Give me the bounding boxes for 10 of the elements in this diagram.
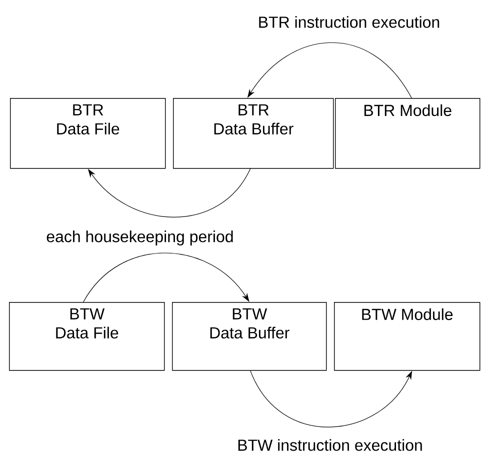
process-box: BTW Module [334,302,480,371]
edge-label: BTR instruction execution [259,16,440,28]
process-box: BTW Data File [9,302,165,371]
process-box: BTR Data Buffer [173,98,334,169]
edge-label: BTW instruction execution [238,439,422,451]
process-box: BTR Data File [10,98,166,169]
process-box: BTR Module [335,98,480,169]
curved-arrow [83,252,250,302]
process-box: BTW Data Buffer [172,302,327,371]
annotation: each housekeeping period [46,230,233,246]
